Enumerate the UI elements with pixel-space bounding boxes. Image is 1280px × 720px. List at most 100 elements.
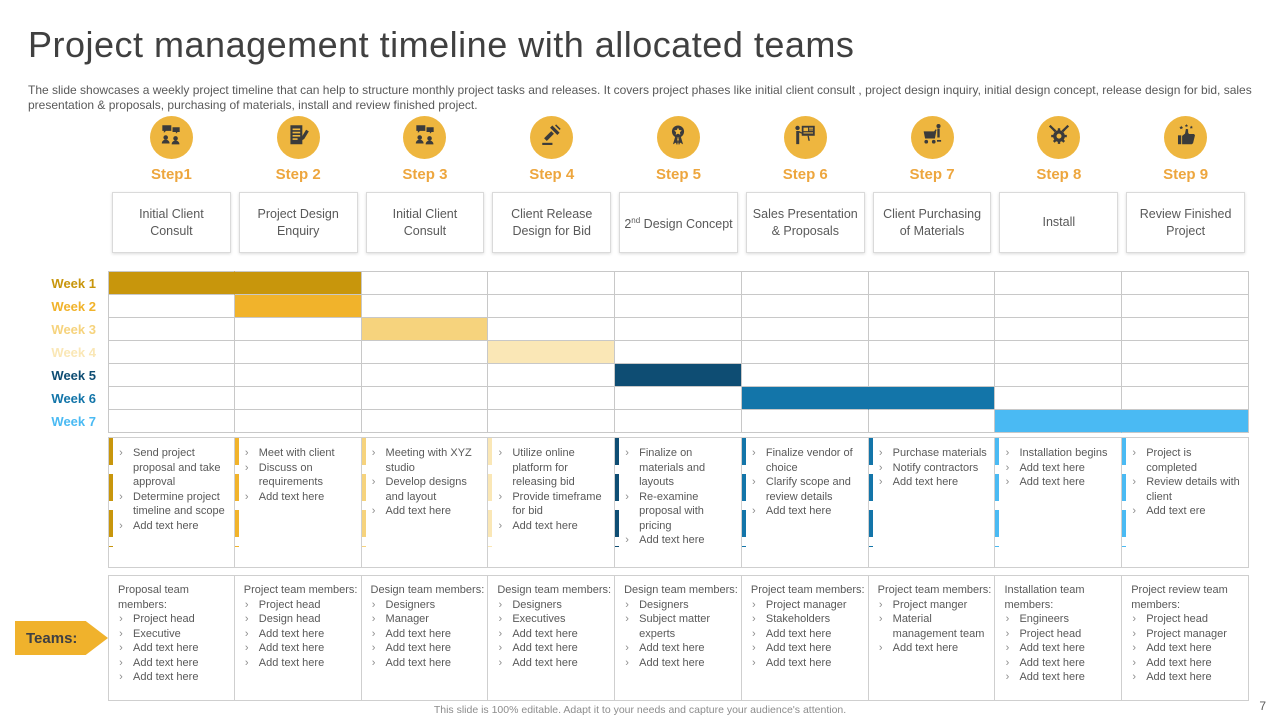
bullet-icon (995, 656, 1019, 671)
team-member-item: Subject matter experts (615, 612, 739, 641)
bullet-icon (235, 598, 259, 613)
step-column: Step 7 (869, 116, 996, 190)
task-item-text: Send project proposal and take approval (133, 447, 221, 488)
task-item: Review details with client (1122, 475, 1246, 504)
gantt-cell (361, 295, 489, 318)
gantt-cell (1122, 387, 1249, 410)
team-member-text: Add text here (892, 642, 959, 654)
gantt-cell (1122, 341, 1249, 364)
bullet-icon (235, 612, 259, 627)
team-group-header: Design team members: (370, 584, 485, 596)
step-label: Step 5 (655, 166, 701, 183)
team-member-item: Add text here (615, 656, 739, 671)
team-member-item: Add text here (362, 627, 486, 642)
step-label: Step 4 (529, 166, 575, 183)
team-member-text: Add text here (1146, 671, 1212, 683)
gantt-cell (361, 410, 489, 433)
step-label: Step 3 (402, 166, 448, 183)
step-circle (1164, 116, 1208, 159)
bullet-icon (235, 490, 259, 505)
bullet-icon (362, 627, 386, 642)
bullet-icon (995, 475, 1019, 490)
team-member-item: Designers (488, 598, 612, 613)
bullet-icon (109, 490, 133, 519)
task-item-text: Provide timeframe for bid (512, 490, 602, 518)
step-label: Step 6 (782, 166, 828, 183)
task-cell: Installation beginsAdd text hereAdd text… (995, 437, 1123, 568)
gantt-cell (615, 295, 742, 318)
team-member-text: Project manager (1146, 627, 1227, 640)
gantt-cell (234, 318, 362, 341)
team-member-text: Stakeholders (765, 613, 831, 625)
team-member-text: Add text here (385, 656, 451, 669)
gantt-cell (995, 364, 1123, 387)
bullet-icon (1122, 670, 1146, 685)
step-description-text: Initial Client Consult (139, 206, 204, 238)
task-item-text: Determine project timeline and scope (133, 490, 225, 518)
bullet-icon (615, 490, 639, 534)
step-description-box: Sales Presentation & Proposals (745, 192, 865, 253)
bullet-icon (615, 612, 639, 641)
bullet-icon (615, 656, 639, 671)
cart-icon (919, 122, 945, 153)
gantt-cell (868, 271, 996, 295)
teams-label-arrow: Teams: (15, 621, 108, 655)
bullet-icon (742, 656, 766, 671)
gantt-cell (488, 410, 616, 433)
week-label: Week 7 (51, 414, 96, 429)
team-member-item: Add text here (995, 670, 1119, 685)
bullet-icon (742, 504, 766, 519)
team-member-text: Add text here (258, 656, 325, 669)
step-description-box: Project Design Enquiry (238, 192, 358, 253)
step-circle (1037, 116, 1081, 159)
team-member-text: Add text here (258, 627, 325, 640)
task-item-text: Notify contractors (892, 461, 979, 474)
team-member-item: Add text here (362, 656, 486, 671)
team-member-item: Engineers (995, 612, 1119, 627)
bullet-icon (362, 656, 386, 671)
step-description-text: Review Finished Project (1139, 206, 1232, 238)
bullet-icon (995, 627, 1019, 642)
team-member-text: Add text here (1019, 642, 1085, 654)
step-label: Step 9 (1163, 166, 1209, 183)
task-item-text: Finalize vendor of choice (765, 447, 853, 474)
task-cell: Purchase materialsNotify contractorsAdd … (868, 437, 996, 568)
step-column: Step 4 (488, 116, 615, 190)
gantt-bar-segment (108, 271, 235, 295)
gantt-cell (488, 387, 616, 410)
gantt-cell (995, 341, 1123, 364)
desc-superscript: nd (631, 215, 641, 225)
bullet-icon (488, 598, 512, 613)
task-item: Add text here (615, 533, 739, 548)
team-member-item: Add text here (235, 627, 359, 642)
week-label: Week 6 (51, 391, 96, 406)
team-member-text: Add text here (512, 642, 578, 654)
team-member-text: Design head (258, 613, 321, 625)
task-item: Utilize online platform for releasing bi… (488, 446, 612, 490)
team-member-text: Project manager (765, 598, 847, 611)
team-member-item: Add text here (995, 641, 1119, 656)
step-column: Step 5 (615, 116, 742, 190)
team-member-text: Designers (385, 598, 436, 611)
bullet-icon (109, 627, 133, 642)
tasks-row: Send project proposal and take approvalD… (28, 437, 1249, 568)
bullet-icon (235, 641, 259, 656)
bullet-icon (109, 670, 133, 685)
step-column: Step 9 (1122, 116, 1249, 190)
step-label: Step 8 (1036, 166, 1082, 183)
bullet-icon (615, 598, 639, 613)
bullet-icon (109, 641, 133, 656)
gantt-cell (741, 364, 869, 387)
bullet-icon (995, 641, 1019, 656)
gantt-cell (741, 410, 869, 433)
gantt-cell (234, 387, 362, 410)
step-description-box: 2nd Design Concept (619, 192, 738, 253)
gantt-cell (1122, 364, 1249, 387)
task-cell: Project is completedReview details with … (1122, 437, 1249, 568)
bullet-icon (869, 446, 893, 461)
team-member-item: Add text here (742, 627, 866, 642)
gantt-cell (108, 295, 235, 318)
task-item-text: Finalize on materials and layouts (639, 447, 706, 488)
bullet-icon (109, 656, 133, 671)
gantt-cell (488, 364, 616, 387)
